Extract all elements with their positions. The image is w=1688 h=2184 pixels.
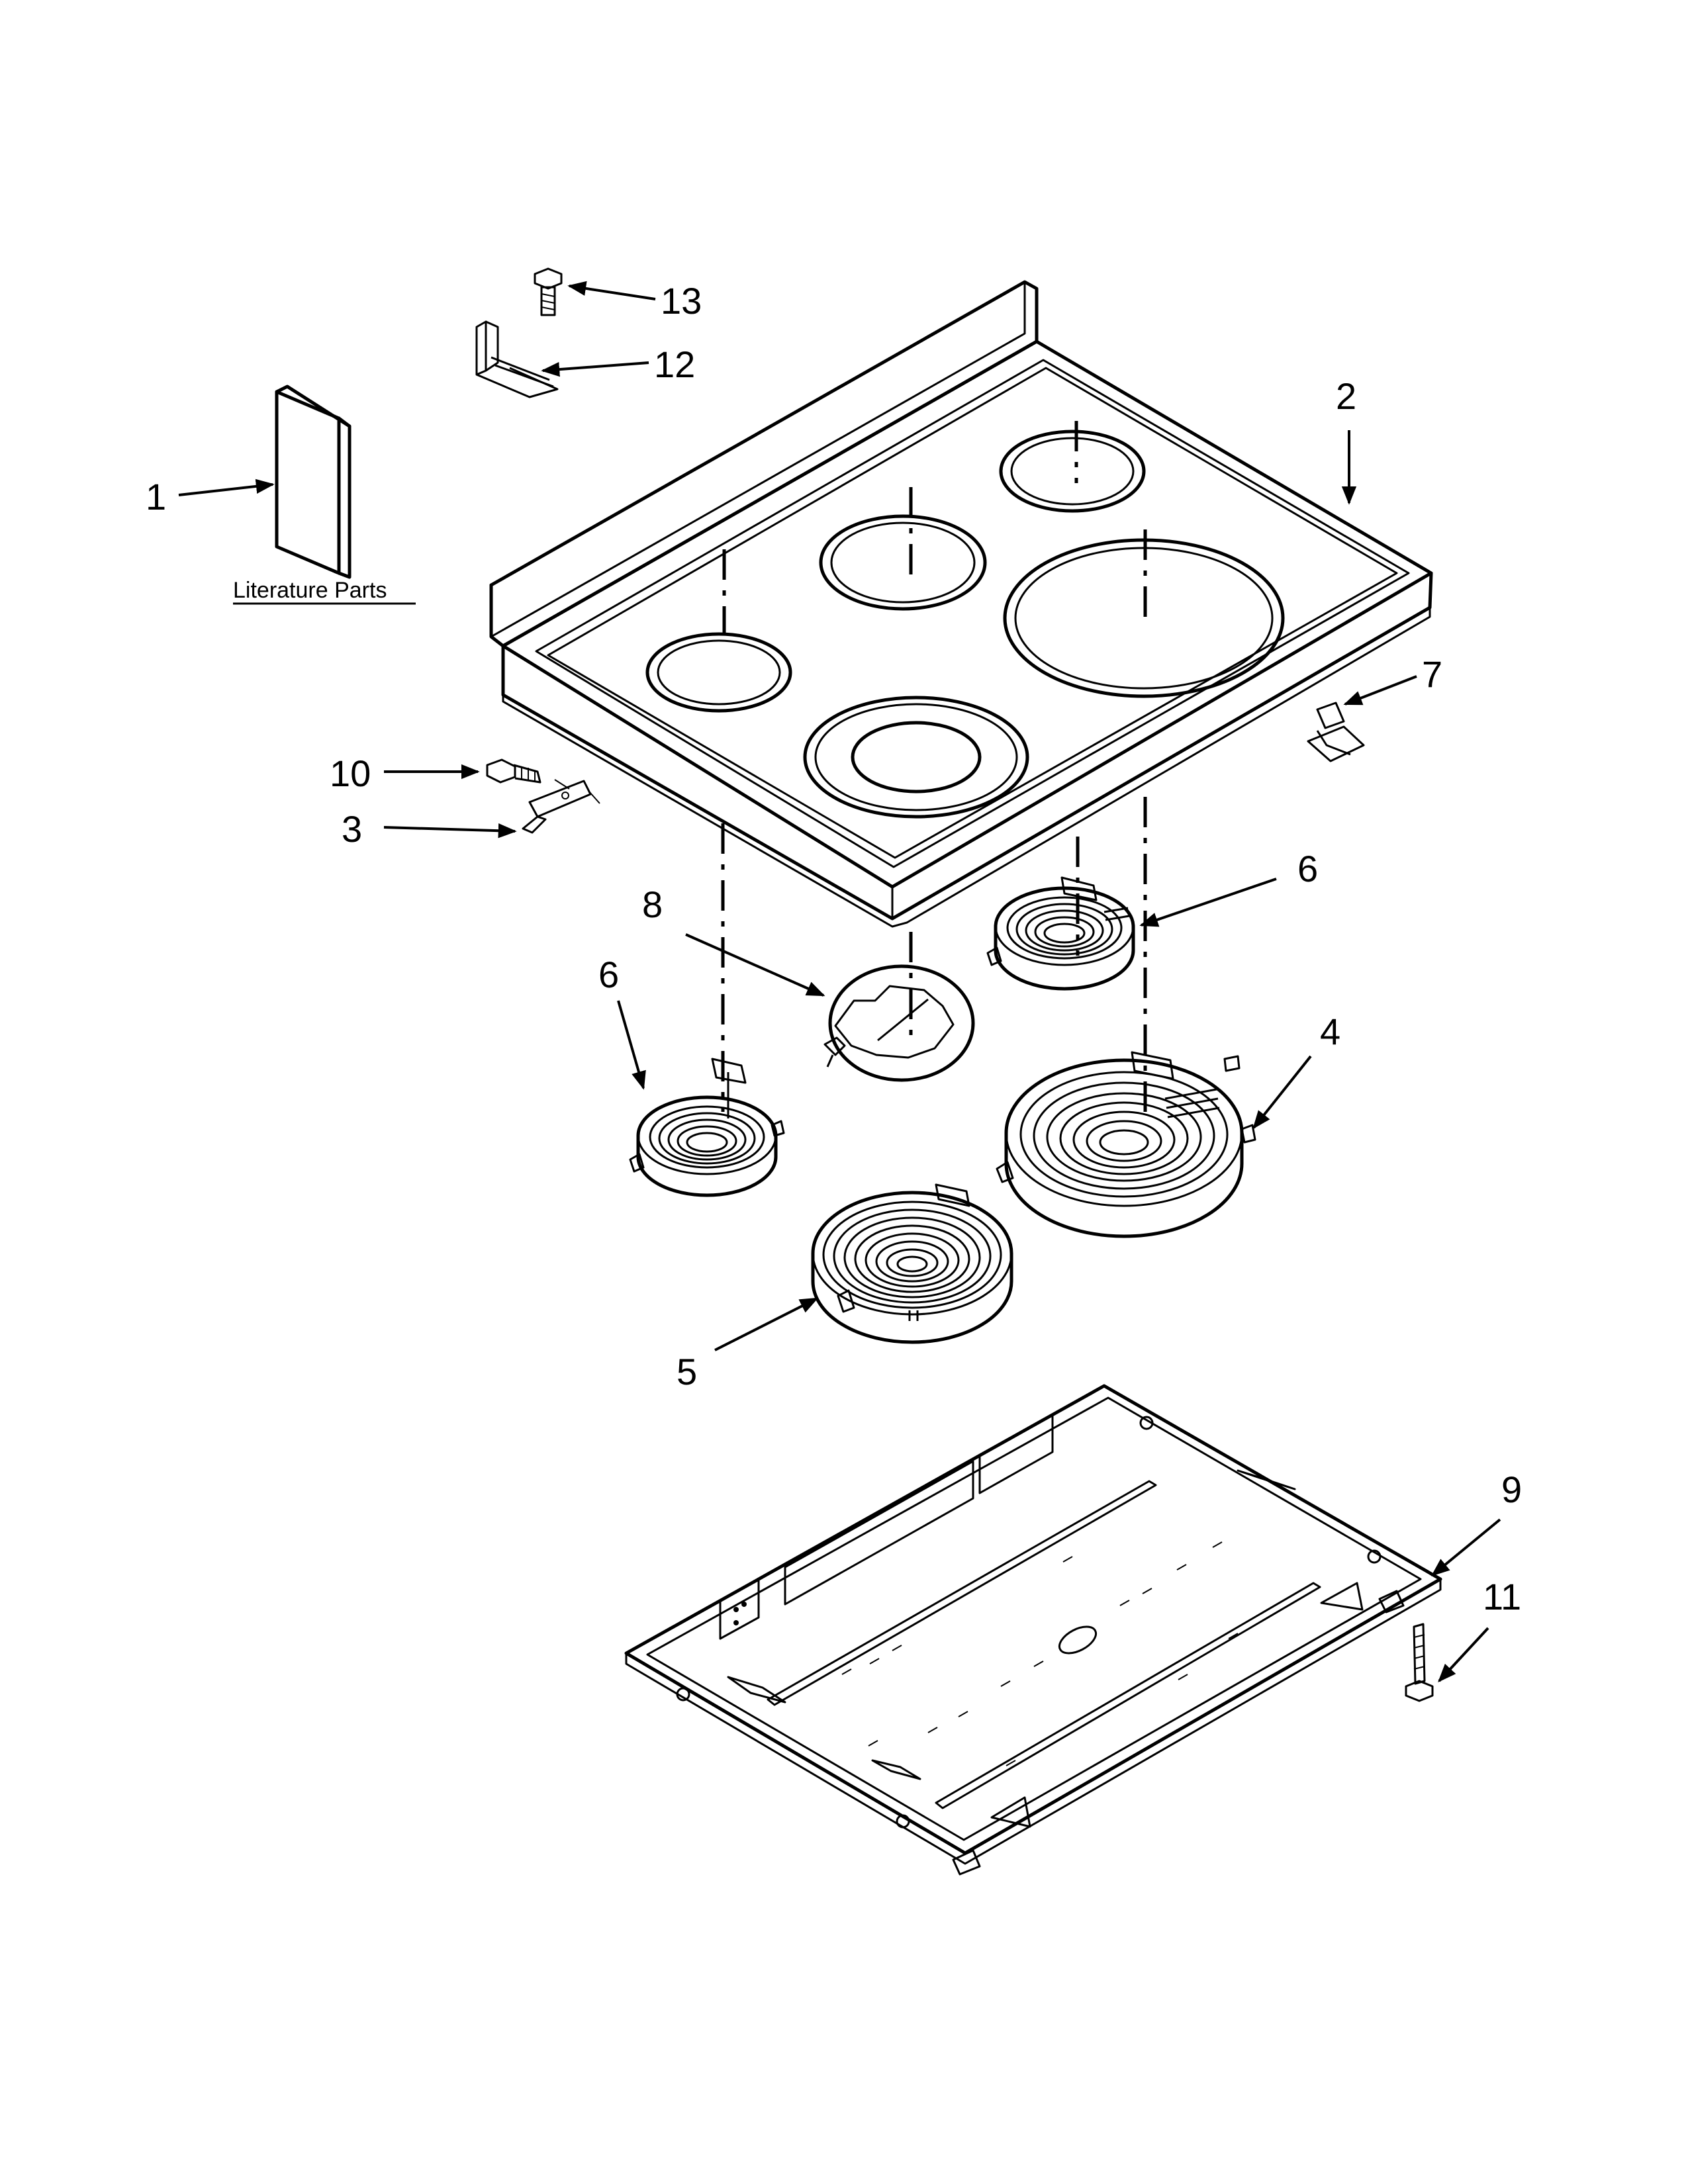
- callout-1: 1: [146, 476, 166, 518]
- literature-parts-label: Literature Parts: [233, 578, 387, 603]
- callout-7: 8: [642, 884, 663, 925]
- cooktop-main-top: [489, 280, 1433, 928]
- callout-9-leader: [1343, 675, 1417, 705]
- callout-6-right-leader: [1139, 878, 1277, 927]
- callout-5-leader: [714, 1297, 819, 1351]
- callout-1-leader: [178, 478, 275, 496]
- bracket-12: [475, 320, 559, 398]
- surface-element-6-left: [629, 1058, 785, 1197]
- callout-3: 3: [342, 808, 362, 850]
- callout-2: 2: [1336, 375, 1356, 417]
- callout-11: 10: [330, 752, 371, 794]
- clip-9: [1307, 702, 1365, 762]
- callout-10: 11: [1483, 1576, 1521, 1617]
- callout-6-left-leader: [617, 1000, 646, 1090]
- callout-10-leader: [1438, 1627, 1489, 1683]
- callout-3-leader: [383, 823, 517, 839]
- support-tray-8: [624, 1384, 1442, 1876]
- callout-8-leader: [1430, 1518, 1501, 1576]
- callout-12: 12: [654, 343, 695, 385]
- callout-7-leader: [685, 933, 825, 997]
- callout-8: 9: [1501, 1469, 1522, 1510]
- callout-13: 13: [661, 280, 702, 322]
- screw-10: [1405, 1623, 1434, 1702]
- alignment-lines: [721, 421, 1147, 1118]
- callout-13-leader: [567, 281, 656, 300]
- callout-9: 7: [1422, 653, 1442, 695]
- callout-6-right: 6: [1297, 848, 1318, 889]
- callout-12-leader: [541, 361, 649, 377]
- screw-13: [534, 267, 563, 316]
- surface-element-6-right: [986, 876, 1135, 991]
- surface-element-4-large: [996, 1051, 1256, 1238]
- limiter-plate-7: [823, 964, 975, 1082]
- bracket-3: [522, 779, 600, 834]
- screw-11: [486, 758, 541, 784]
- literature-booklet: [275, 385, 352, 579]
- callout-6-left: 6: [598, 954, 619, 995]
- callout-4-leader: [1252, 1055, 1312, 1130]
- surface-element-5-ribbon: [811, 1183, 1013, 1344]
- callout-5: 5: [677, 1351, 697, 1392]
- callout-4: 4: [1320, 1011, 1340, 1052]
